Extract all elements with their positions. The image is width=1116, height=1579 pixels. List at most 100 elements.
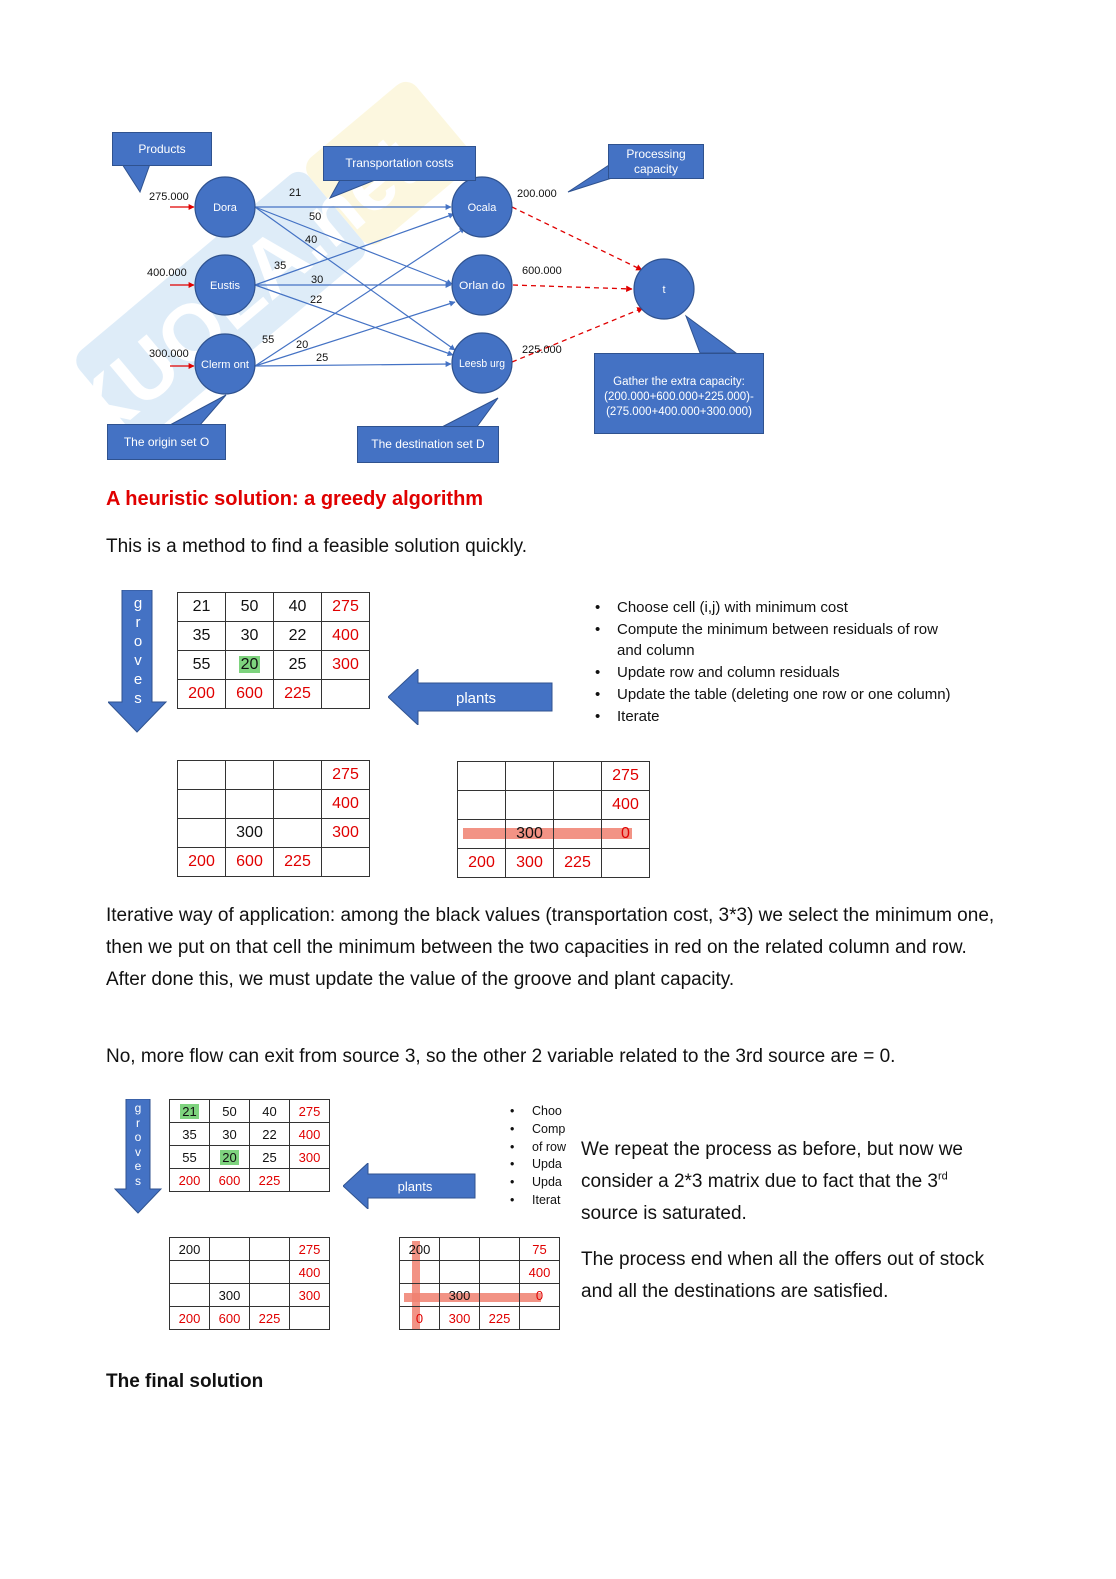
sink-arc-ocala [511, 206, 643, 271]
demand-cell: 0 [399, 1306, 440, 1330]
supply-cell: 400 [321, 789, 370, 819]
groves-letter: e [133, 671, 143, 688]
cell [209, 1237, 250, 1261]
cell [505, 761, 554, 791]
cost-cell: 40 [249, 1099, 290, 1123]
arc-clermont-orlando [254, 300, 456, 367]
cell [225, 760, 274, 790]
supply-cell: 400 [601, 790, 650, 820]
algorithm-steps-cropped: Choo Comp of row Upda Upda Iterat [510, 1103, 566, 1210]
section-heading: A heuristic solution: a greedy algorithm [106, 488, 484, 510]
cost-cell: 55 [177, 650, 226, 680]
cell [249, 1283, 290, 1307]
callout-tail-transport [328, 179, 376, 199]
cost-cell: 25 [249, 1145, 290, 1169]
arc-eustis-leesburg [254, 284, 454, 357]
callout-tail-processing [567, 162, 613, 193]
cell [505, 790, 554, 820]
groves-label-small: g r o v e s [128, 1101, 148, 1188]
cost-label: 55 [262, 334, 274, 346]
cell [273, 760, 322, 790]
callout-tail-products [121, 163, 151, 194]
cell [457, 819, 506, 849]
groves-label: g r o v e s [127, 594, 149, 708]
callout-products: Products [112, 132, 212, 166]
supply-cell: 0 [601, 819, 650, 849]
groves-letter: g [133, 595, 143, 612]
callout-products-text: Products [138, 141, 186, 156]
groves-letter: o [134, 1130, 142, 1144]
cell [553, 761, 602, 791]
callout-processing-text: Processing capacity [626, 146, 686, 176]
groves-letter: s [135, 1173, 141, 1188]
empty-cell [321, 847, 370, 877]
sink-arc-leesburg [511, 307, 644, 363]
cost-cell: 35 [169, 1122, 210, 1146]
groves-arrow [108, 590, 168, 733]
demand-cell: 200 [457, 848, 506, 878]
callout-tail-gather [684, 314, 738, 354]
supply-dora: 275.000 [149, 191, 189, 203]
empty-cell [289, 1306, 330, 1330]
demand-cell: 225 [553, 848, 602, 878]
min-cost-highlight: 20 [238, 656, 261, 673]
allocation-cell: 300 [505, 819, 554, 849]
cost-table-initial: 21 50 40 275 35 30 22 400 55 20 25 300 2… [177, 592, 370, 709]
supply-cell: 75 [519, 1237, 560, 1261]
demand-cell: 200 [169, 1306, 210, 1330]
cell [439, 1237, 480, 1261]
groves-letter: r [135, 614, 141, 631]
cell [177, 789, 226, 819]
groves-letter: s [134, 690, 142, 707]
supply-eustis: 400.000 [147, 267, 187, 279]
step-item: Choose cell (i,j) with minimum cost [595, 597, 1015, 619]
plants-label: plants [456, 690, 496, 707]
cell [225, 789, 274, 819]
cell [399, 1260, 440, 1284]
cost-cell: 55 [169, 1145, 210, 1169]
step-item: Iterate [595, 706, 1015, 728]
supply-cell: 300 [289, 1145, 330, 1169]
demand-cell: 600 [209, 1168, 250, 1192]
supply-cell: 0 [519, 1283, 560, 1307]
step-item: Upda [510, 1156, 566, 1174]
groves-letter: r [136, 1115, 140, 1130]
supply-cell: 400 [321, 621, 370, 651]
callout-destination-text: The destination set D [371, 437, 485, 451]
supply-cell: 275 [321, 592, 370, 622]
node-sink [633, 258, 695, 320]
cost-table-small: 21 50 40 275 35 30 22 400 55 20 25 300 2… [169, 1099, 330, 1192]
node-label-dora: Dora [213, 202, 238, 214]
cost-cell: 21 [177, 592, 226, 622]
cell [273, 818, 322, 848]
node-label-sink: t [662, 284, 665, 296]
cell [457, 761, 506, 791]
supply-cell: 400 [519, 1260, 560, 1284]
cost-label: 30 [311, 274, 323, 286]
supply-cell: 400 [289, 1122, 330, 1146]
cost-label: 35 [274, 260, 286, 272]
cost-cell: 35 [177, 621, 226, 651]
algorithm-steps: Choose cell (i,j) with minimum cost Comp… [595, 597, 1015, 727]
arc-eustis-ocala [254, 212, 455, 286]
groves-arrow-small [114, 1099, 162, 1214]
paragraph-source3: No, more flow can exit from source 3, so… [106, 1046, 896, 1067]
cost-label: 22 [310, 294, 322, 306]
arc-dora-orlando [254, 206, 453, 285]
cell [177, 818, 226, 848]
cost-cell: 50 [209, 1099, 250, 1123]
allocation-cell: 300 [209, 1283, 250, 1307]
step-item: Update row and column residuals [595, 662, 1015, 684]
callout-tail-destination [439, 397, 499, 429]
node-orlando [451, 254, 513, 316]
demand-cell: 600 [225, 847, 274, 877]
supply-clermont: 300.000 [149, 348, 189, 360]
cell [209, 1260, 250, 1284]
cost-label: 21 [289, 187, 301, 199]
cell [177, 760, 226, 790]
arc-clermont-ocala [254, 227, 466, 367]
cost-label: 20 [296, 339, 308, 351]
